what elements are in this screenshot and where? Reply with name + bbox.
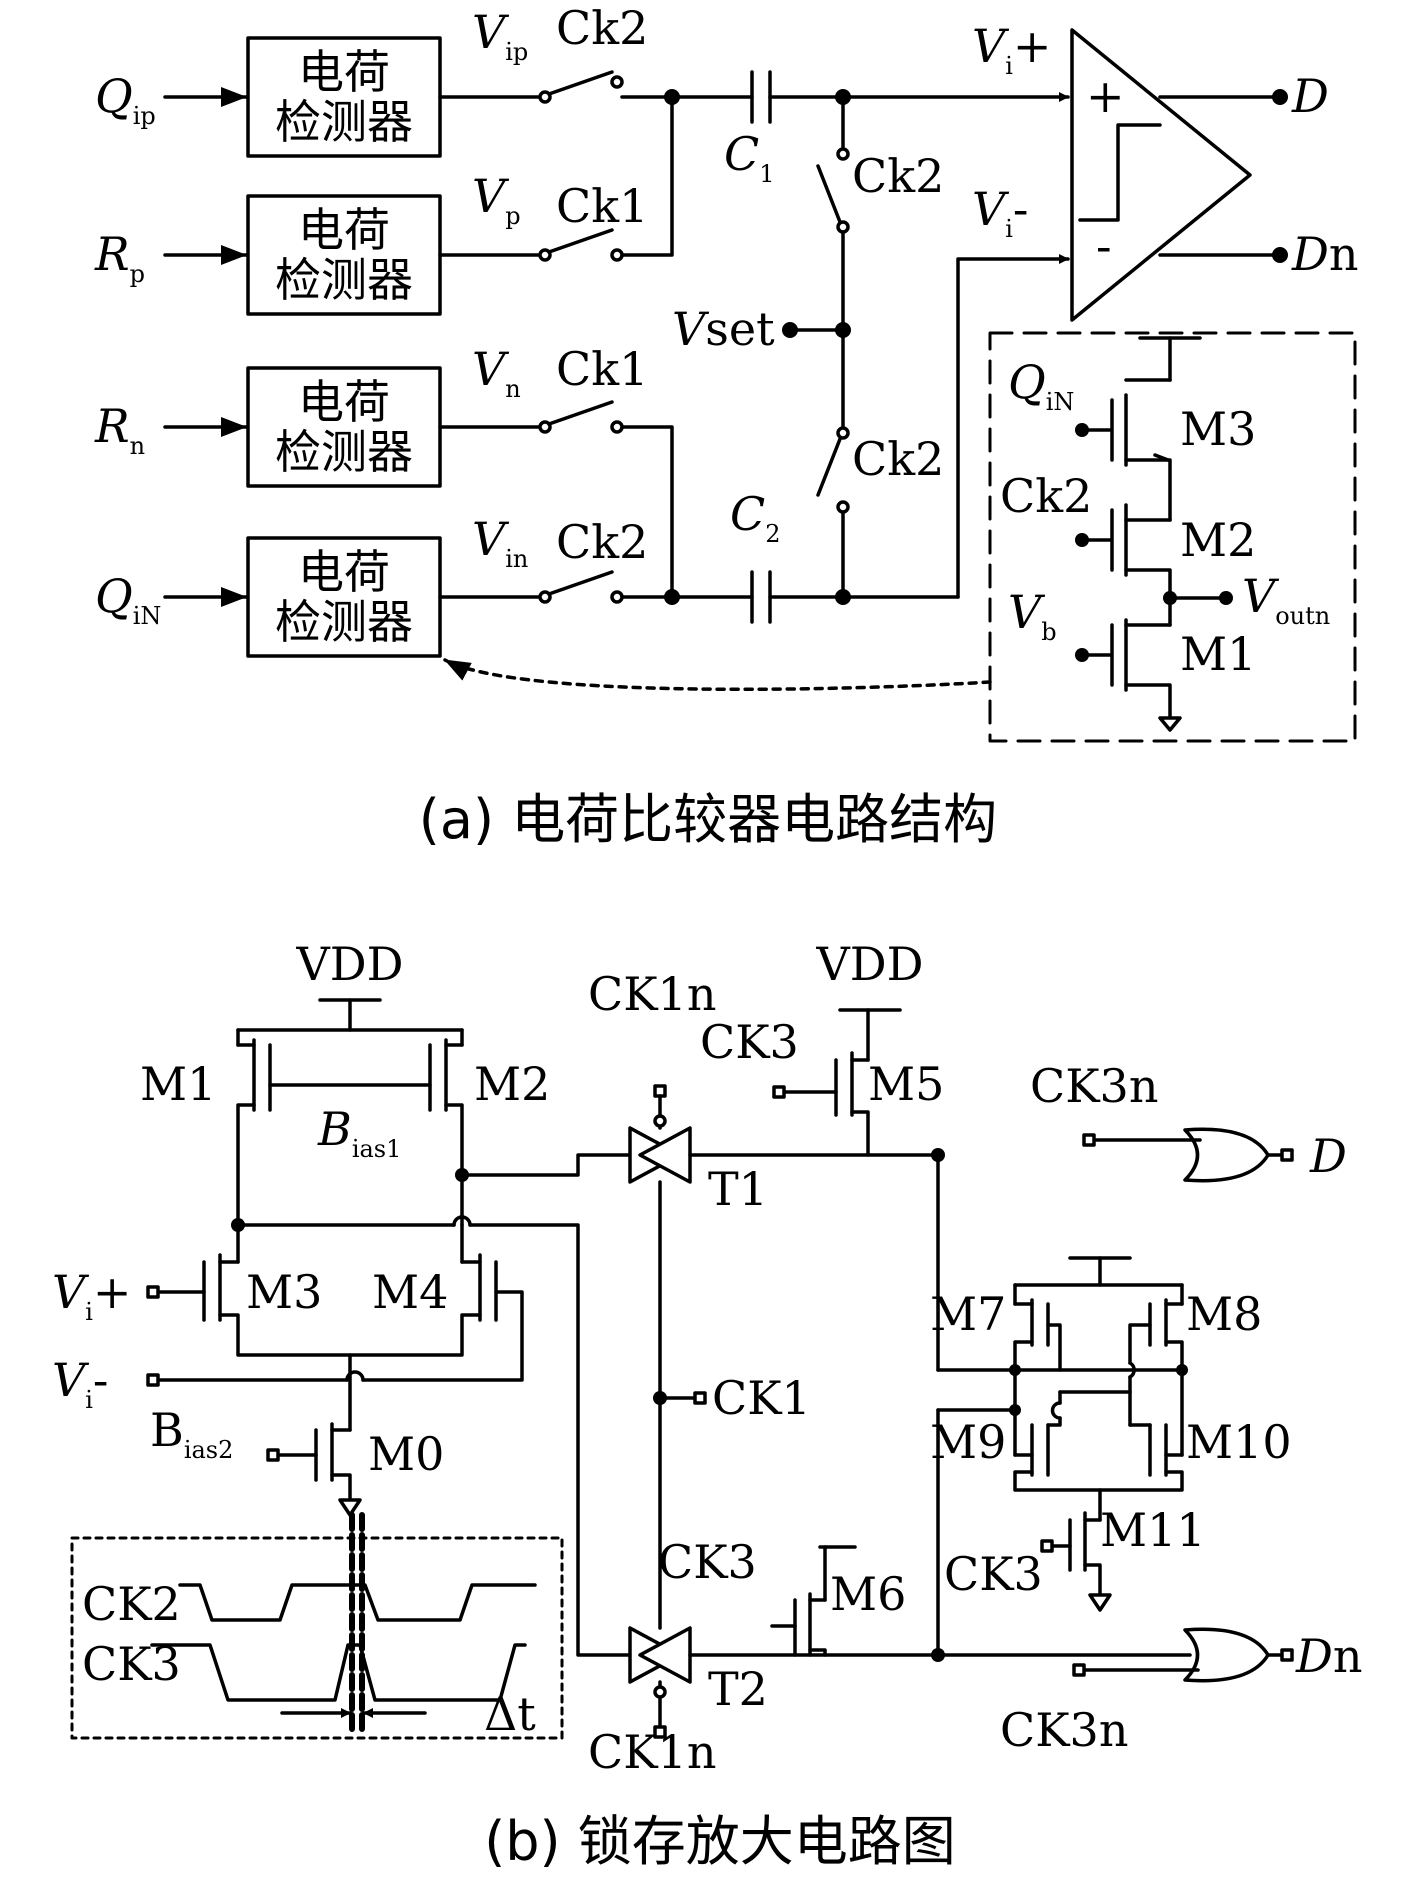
- m4-label: M4: [372, 1265, 448, 1319]
- m9-label: M9: [930, 1415, 1006, 1469]
- m5-label: M5: [868, 1057, 944, 1111]
- switch-label-ck2-top: Ck2: [556, 1, 648, 55]
- bias1-label: Bias1: [317, 1102, 401, 1163]
- input-rn-label: Rn: [94, 399, 145, 460]
- ck3n-bottom-label: CK3n: [1000, 1703, 1128, 1757]
- feedback-arrow: [443, 658, 992, 692]
- m2-label: M2: [474, 1057, 550, 1111]
- timing-ck3-label: CK3: [82, 1637, 181, 1691]
- ck3-m11-label: CK3: [944, 1547, 1043, 1601]
- timing-delta-label: Δt: [484, 1687, 536, 1741]
- ck1n-bottom-label: CK1n: [588, 1725, 716, 1779]
- timing-inset: [70, 1536, 564, 1740]
- m1-label: M1: [140, 1057, 216, 1111]
- voltage-vp-label: Vp: [472, 169, 521, 230]
- voltage-vn-label: Vn: [472, 342, 521, 403]
- switch-label-ck2-bottom: Ck2: [556, 515, 648, 569]
- m7-label: M7: [930, 1287, 1006, 1341]
- cap-c1-label: C1: [724, 127, 774, 188]
- m6-label: M6: [830, 1567, 906, 1621]
- part-b-circuit: [70, 998, 1294, 1740]
- bias2-label: Bias2: [150, 1403, 233, 1464]
- inset-m2-label: M2: [1180, 513, 1256, 567]
- ck3-waveform: [150, 1643, 527, 1702]
- t1-label: T1: [708, 1162, 768, 1216]
- detector-4-line2: 检测器: [275, 595, 413, 649]
- or-gate-dn: [1183, 1627, 1270, 1683]
- inset-qin-label: QiN: [1008, 355, 1074, 416]
- part-a-circuit: [163, 28, 1357, 743]
- inset-vout-label: Voutn: [1242, 569, 1330, 630]
- input-qin-label: QiN: [95, 569, 161, 630]
- inset-m1-label: M1: [1180, 627, 1256, 681]
- m0-label: M0: [368, 1427, 444, 1481]
- ck3-m6-label: CK3: [658, 1535, 757, 1589]
- switch-label-ck1-b: Ck1: [556, 342, 648, 396]
- detector-3-line1: 电荷: [298, 375, 390, 429]
- detector-1-line2: 检测器: [275, 95, 413, 149]
- ck3-m5-label: CK3: [700, 1015, 799, 1069]
- output-dn-label: Dn: [1291, 227, 1359, 281]
- ck1n-top-label: CK1n: [588, 967, 716, 1021]
- m3-label: M3: [246, 1265, 322, 1319]
- detector-1-line1: 电荷: [298, 45, 390, 99]
- vset-label: Vset: [672, 302, 775, 356]
- vi-minus-label-b: Vi-: [52, 1353, 108, 1414]
- voltage-vip-label: Vip: [472, 5, 528, 66]
- m8-label: M8: [1186, 1287, 1262, 1341]
- switch-label-ck2-vert-upper: Ck2: [852, 149, 944, 203]
- comparator-minus-sign: -: [1096, 219, 1112, 273]
- input-rp-label: Rp: [94, 227, 145, 288]
- comparator-plus-sign: +: [1086, 69, 1125, 123]
- output-d-label-b: D: [1309, 1129, 1347, 1183]
- hysteresis-symbol: [1078, 123, 1162, 222]
- m11-label: M11: [1100, 1503, 1206, 1557]
- t2-label: T2: [708, 1662, 768, 1716]
- cap-c2-label: C2: [730, 487, 780, 548]
- switch-label-ck2-vert-lower: Ck2: [852, 432, 944, 486]
- caption-b: (b) 锁存放大电路图: [484, 1810, 956, 1873]
- vi-minus-label: Vi-: [972, 182, 1028, 243]
- inset-m3-label: M3: [1180, 402, 1256, 456]
- m10-label: M10: [1186, 1415, 1292, 1469]
- caption-a: (a) 电荷比较器电路结构: [419, 788, 997, 851]
- vdd-right-label: VDD: [816, 937, 924, 991]
- comparator-triangle: [1070, 28, 1252, 322]
- inset-vb-label: Vb: [1008, 585, 1057, 646]
- output-d-label: D: [1291, 69, 1329, 123]
- detector-2-line1: 电荷: [298, 203, 390, 257]
- input-qip-label: Qip: [95, 69, 156, 130]
- or-gate-d: [1183, 1127, 1270, 1183]
- pmos-stack-inset: [988, 331, 1357, 743]
- detector-4-line1: 电荷: [298, 545, 390, 599]
- output-dn-label-b: Dn: [1295, 1629, 1363, 1683]
- timing-ck2-label: CK2: [82, 1577, 181, 1631]
- switch-label-ck1-a: Ck1: [556, 179, 648, 233]
- ck2-waveform: [178, 1583, 537, 1622]
- inset-ck2-label: Ck2: [1000, 469, 1092, 523]
- ck3n-top-label: CK3n: [1030, 1059, 1158, 1113]
- detector-3-line2: 检测器: [275, 425, 413, 479]
- vdd-left-label: VDD: [296, 937, 404, 991]
- vi-plus-label-b: Vi+: [52, 1265, 131, 1326]
- voltage-vin-label: Vin: [472, 512, 528, 573]
- vi-plus-label: Vi+: [972, 19, 1051, 80]
- ck1-label: CK1: [712, 1371, 811, 1425]
- detector-2-line2: 检测器: [275, 253, 413, 307]
